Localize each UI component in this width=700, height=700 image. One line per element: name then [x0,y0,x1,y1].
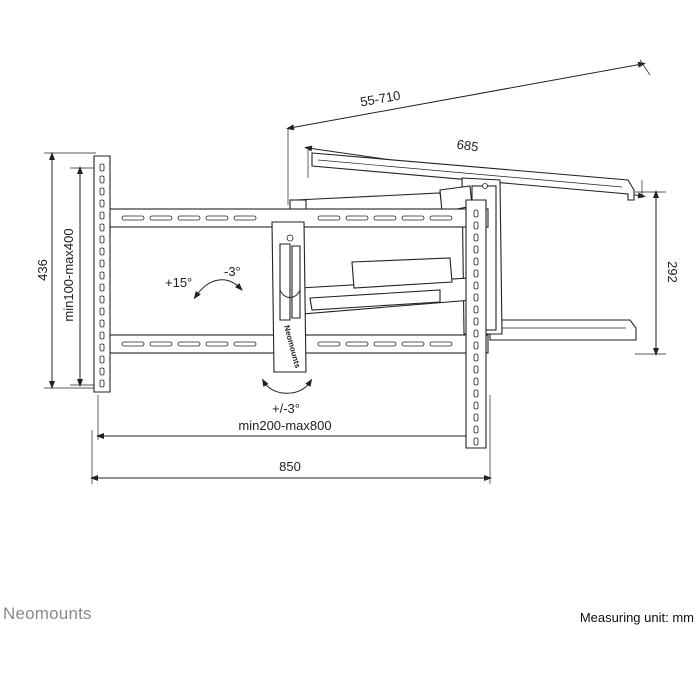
upright-hole [99,343,105,352]
upright-hole [473,377,479,386]
label-height-total: 436 [35,259,50,281]
label-level-adjust: +/-3° [272,401,300,416]
upright-hole [99,163,105,172]
rail-slot [177,215,201,221]
upright-hole [473,401,479,410]
upright-hole [99,331,105,340]
upright-hole [473,209,479,218]
upright-hole [99,175,105,184]
dimension-width-total: 850 [90,395,492,484]
tilt-indicator: +15° -3° [165,264,243,300]
upright-hole [99,211,105,220]
upright-hole [99,199,105,208]
center-plate: Neomounts [271,221,307,373]
label-arm-width: 685 [456,137,480,155]
rail-slot [233,341,257,347]
label-width-total: 850 [279,459,301,474]
rail-slot [401,215,425,221]
label-wall-plate-height: 292 [665,261,680,283]
upright-hole [99,223,105,232]
upright-hole [99,367,105,376]
upright-hole [99,379,105,388]
measuring-unit-label: Measuring unit: mm [579,610,694,625]
rear-arm-bracket [289,152,637,341]
upright-hole [99,355,105,364]
rail-slot [121,341,145,347]
vesa-upright-left [93,155,111,393]
rail-slot [149,341,173,347]
rail-slot [317,215,341,221]
upright-hole [99,307,105,316]
rail-slot [149,215,173,221]
upright-hole [99,295,105,304]
upright-hole [473,293,479,302]
upright-hole [473,317,479,326]
rail-slot [401,341,425,347]
label-vesa-height: min100-max400 [61,228,76,321]
dimension-arm-extension: 55-710 [286,59,651,205]
upright-hole [473,365,479,374]
rail-slot [205,341,229,347]
upright-hole [99,259,105,268]
rail-slot [373,341,397,347]
upright-hole [473,353,479,362]
level-adjust-indicator: +/-3° [262,378,313,416]
upright-hole [99,319,105,328]
upright-hole [473,389,479,398]
upright-hole [473,305,479,314]
rail-slot [205,215,229,221]
upright-hole [99,187,105,196]
upright-hole [473,341,479,350]
rail-slot [121,215,145,221]
label-tilt-up: +15° [165,275,192,290]
upright-hole [473,281,479,290]
label-vesa-width: min200-max800 [238,418,331,433]
upright-hole [473,221,479,230]
vesa-rail-top [107,208,489,228]
upright-hole [473,245,479,254]
upright-hole [99,235,105,244]
rail-slot [233,215,257,221]
upright-hole [99,283,105,292]
upright-hole [473,413,479,422]
rail-slot [429,341,453,347]
vesa-upright-right [465,199,487,449]
rail-slot [373,215,397,221]
rail-slot [429,215,453,221]
upright-hole [473,269,479,278]
dimension-wall-plate-height: 292 [635,190,680,356]
brand-logo: Neomounts [3,604,92,623]
upright-hole [473,233,479,242]
upright-hole [473,329,479,338]
upright-hole [99,247,105,256]
dimension-height-total: 436 [35,152,96,389]
rail-slot [177,341,201,347]
upright-hole [473,437,479,446]
label-arm-extension: 55-710 [359,88,401,110]
rail-slot [345,215,369,221]
upright-hole [473,257,479,266]
label-tilt-down: -3° [224,264,241,279]
upright-hole [99,271,105,280]
upright-hole [473,425,479,434]
rail-slot [345,341,369,347]
rail-slot [317,341,341,347]
